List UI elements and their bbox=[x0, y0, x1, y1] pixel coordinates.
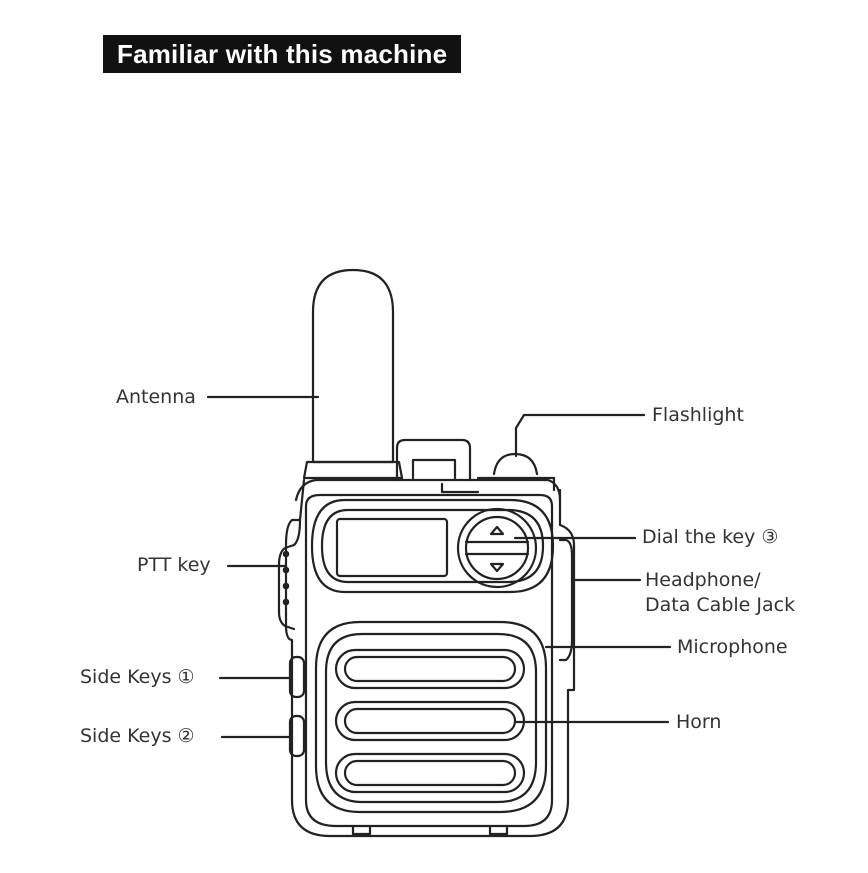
flashlight-label: Flashlight bbox=[652, 404, 744, 426]
grille-slot bbox=[334, 752, 526, 794]
side-keys-2-label: Side Keys ② bbox=[80, 725, 195, 747]
flashlight-shape bbox=[492, 452, 539, 476]
dial-key-label: Dial the key ③ bbox=[642, 526, 779, 548]
headphone-label-line1: Headphone/ bbox=[645, 569, 761, 591]
headphone-jack-label: Headphone/ Data Cable Jack bbox=[645, 569, 795, 616]
page-title: Familiar with this machine bbox=[103, 35, 462, 73]
antenna-base bbox=[302, 460, 404, 480]
antenna-shape bbox=[311, 268, 395, 464]
device-body bbox=[284, 478, 576, 838]
grille-slot bbox=[334, 648, 526, 690]
ptt-key-label: PTT key bbox=[137, 554, 211, 576]
side-keys-1-label: Side Keys ① bbox=[80, 666, 195, 688]
headphone-jack bbox=[558, 538, 574, 662]
top-clip bbox=[395, 438, 472, 482]
display-panel bbox=[310, 498, 555, 594]
screen bbox=[335, 517, 449, 578]
grille-slot bbox=[334, 700, 526, 742]
headphone-label-line2: Data Cable Jack bbox=[645, 594, 796, 616]
horn-label: Horn bbox=[676, 711, 722, 733]
microphone-label: Microphone bbox=[677, 636, 788, 658]
down-arrow-icon bbox=[489, 562, 505, 573]
antenna-label: Antenna bbox=[116, 386, 196, 408]
up-arrow-icon bbox=[489, 525, 505, 536]
ptt-key bbox=[277, 543, 296, 631]
dial-key bbox=[456, 507, 538, 589]
speaker-grille bbox=[314, 620, 548, 814]
